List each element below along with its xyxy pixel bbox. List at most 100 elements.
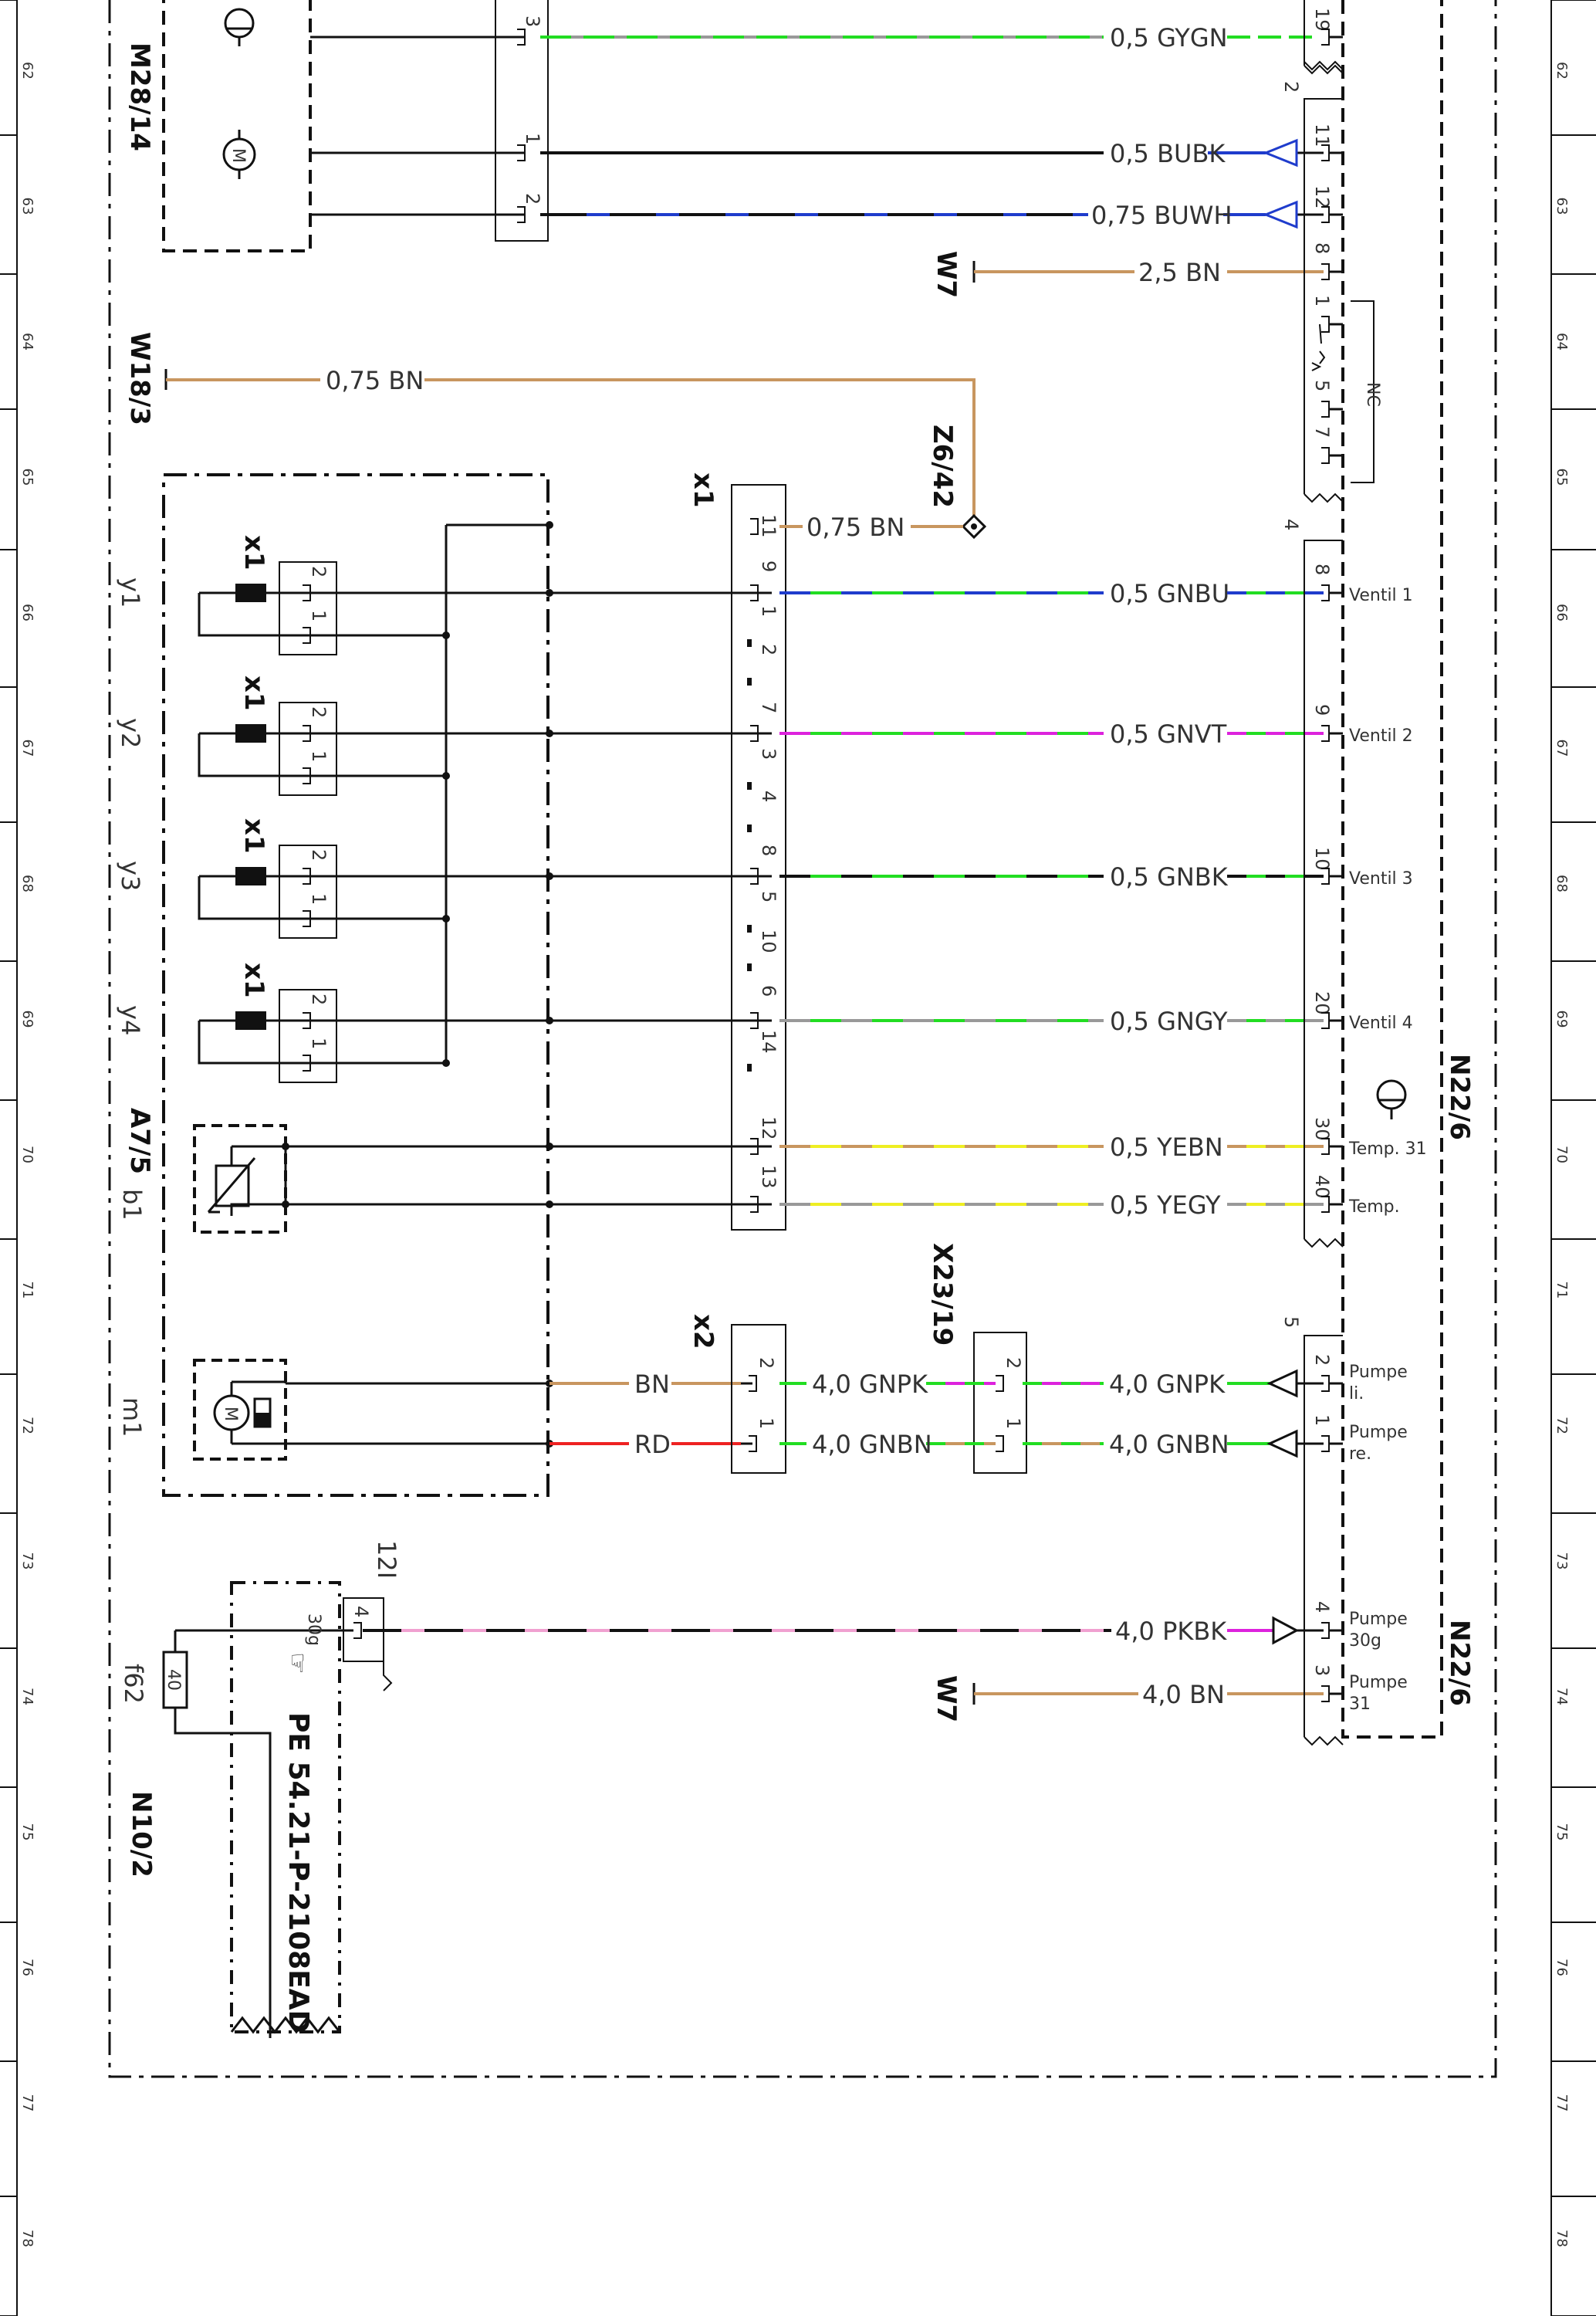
- n22-6-label: N22/6: [1444, 1620, 1475, 1706]
- x1-connector: [731, 484, 786, 1231]
- pin: 11: [1311, 124, 1333, 147]
- a7-5-label: A7/5: [124, 1108, 155, 1174]
- wire-label: 0,5 YEBN: [1110, 1133, 1223, 1162]
- wire-label: 0,5 YEGY: [1110, 1190, 1221, 1220]
- grid-label: 66: [19, 604, 36, 621]
- w7-label: W7: [931, 251, 962, 298]
- grid-label: 74: [19, 1688, 36, 1705]
- sensor-icon: [1376, 1079, 1407, 1119]
- signal-wire: 0,5 YEBN: [779, 1133, 1324, 1162]
- signal-wire: 0,5 GNGY: [779, 1007, 1324, 1036]
- valve-connector: [279, 989, 337, 1083]
- pin: 2: [308, 849, 330, 861]
- m1-box: [193, 1359, 287, 1461]
- grid-label: 77: [1554, 2094, 1570, 2112]
- valve-label: y3: [116, 861, 145, 891]
- grid-label: 76: [1554, 1959, 1570, 1976]
- motor-m-glyph: M: [228, 148, 248, 163]
- coil-icon: [235, 584, 266, 602]
- coil-icon: [235, 724, 266, 743]
- pin: 4: [758, 791, 779, 802]
- wire-label: 4,0 GNPK: [812, 1370, 928, 1399]
- outer-boundary: [108, 0, 1497, 2078]
- grid-label: 62: [19, 62, 36, 80]
- arrow-icon: [1272, 1616, 1300, 1645]
- signal-label: Ventil 2: [1349, 726, 1413, 746]
- pin: 1: [308, 1038, 330, 1049]
- pin: 2: [308, 566, 330, 577]
- m28-pins: [517, 29, 526, 223]
- grid-label: 71: [1554, 1282, 1570, 1299]
- pin: 20: [1311, 991, 1333, 1015]
- grid-label: 65: [1554, 469, 1570, 486]
- pin: 9: [758, 560, 779, 572]
- pin: 2: [308, 706, 330, 718]
- n22-6-label: N22/6: [1444, 1054, 1475, 1140]
- pin: 7: [758, 702, 779, 713]
- pin: 2: [758, 644, 779, 655]
- term-12i: 12I: [372, 1540, 401, 1579]
- wire-label: BN: [634, 1370, 670, 1399]
- arrow-icon: [1266, 1429, 1298, 1458]
- x1-connector-label: x1: [688, 472, 719, 508]
- pin: 19: [1311, 8, 1333, 32]
- pin: 2: [1280, 81, 1302, 93]
- grid-label: 72: [1554, 1417, 1570, 1434]
- pin: 1: [308, 610, 330, 621]
- sensor-icon: [224, 8, 255, 46]
- m1-label: m1: [117, 1397, 147, 1437]
- pin: 2: [522, 193, 543, 205]
- pin: 10: [758, 929, 779, 953]
- signal-label: 30g: [1349, 1631, 1381, 1651]
- ref-doc-link[interactable]: PE 54.21-P-2108EAD: [282, 1712, 314, 2033]
- pin: 2: [1003, 1357, 1024, 1369]
- fuse-value: 40: [164, 1669, 183, 1691]
- pin: 2: [308, 994, 330, 1005]
- pin: 2: [756, 1357, 777, 1369]
- n22-6-outline: [1341, 0, 1443, 1739]
- pin: 10: [1311, 847, 1333, 871]
- grid-label: 76: [19, 1959, 36, 1976]
- pin: 14: [758, 1030, 779, 1054]
- wire-label: 0,5 GYGN: [1110, 23, 1228, 52]
- grid-label: 62: [1554, 62, 1570, 80]
- motor-icon: [222, 130, 256, 179]
- b1-box: [193, 1124, 287, 1234]
- grid-label: 77: [19, 2094, 36, 2112]
- x2-connector-label: x2: [688, 1314, 719, 1349]
- wire-label: 0,5 GNBK: [1110, 862, 1229, 892]
- valve-connector-label: x1: [238, 535, 269, 571]
- signal-label: Ventil 4: [1349, 1014, 1413, 1033]
- grid-label: 78: [1554, 2230, 1570, 2247]
- wire-label: 0,75 BUWH: [1091, 201, 1233, 230]
- pin: 5: [1311, 380, 1333, 391]
- signal-wire: 0,5 GNBU: [779, 579, 1324, 608]
- wire-label: 0,75 BN: [326, 366, 424, 395]
- arrow-icon: [1262, 200, 1298, 229]
- wire-label: 4,0 BN: [1142, 1680, 1225, 1709]
- grid-label: 70: [19, 1146, 36, 1163]
- grid-label: 73: [1554, 1552, 1570, 1570]
- wire-label: 4,0 PKBK: [1115, 1617, 1227, 1646]
- wire-label: 0,5 GNVT: [1110, 720, 1227, 749]
- valve-connector-label: x1: [238, 963, 269, 998]
- grid-label: 72: [19, 1417, 36, 1434]
- nc-bracket: [1311, 300, 1375, 483]
- signal-label: li.: [1349, 1384, 1364, 1403]
- pin: 9: [1311, 704, 1333, 716]
- grid-label: 65: [19, 469, 36, 486]
- wire-label: 0,75 BN: [806, 513, 905, 542]
- pin: 8: [758, 845, 779, 856]
- signal-label: Pumpe: [1349, 1363, 1408, 1382]
- pin: 30: [1311, 1117, 1333, 1141]
- signal-label: Ventil 3: [1349, 869, 1413, 889]
- f62-label: f62: [119, 1664, 148, 1704]
- grid-label: 64: [19, 333, 36, 350]
- pin: 1: [308, 750, 330, 762]
- pin: 1: [756, 1417, 777, 1429]
- w7-label: W7: [931, 1675, 962, 1722]
